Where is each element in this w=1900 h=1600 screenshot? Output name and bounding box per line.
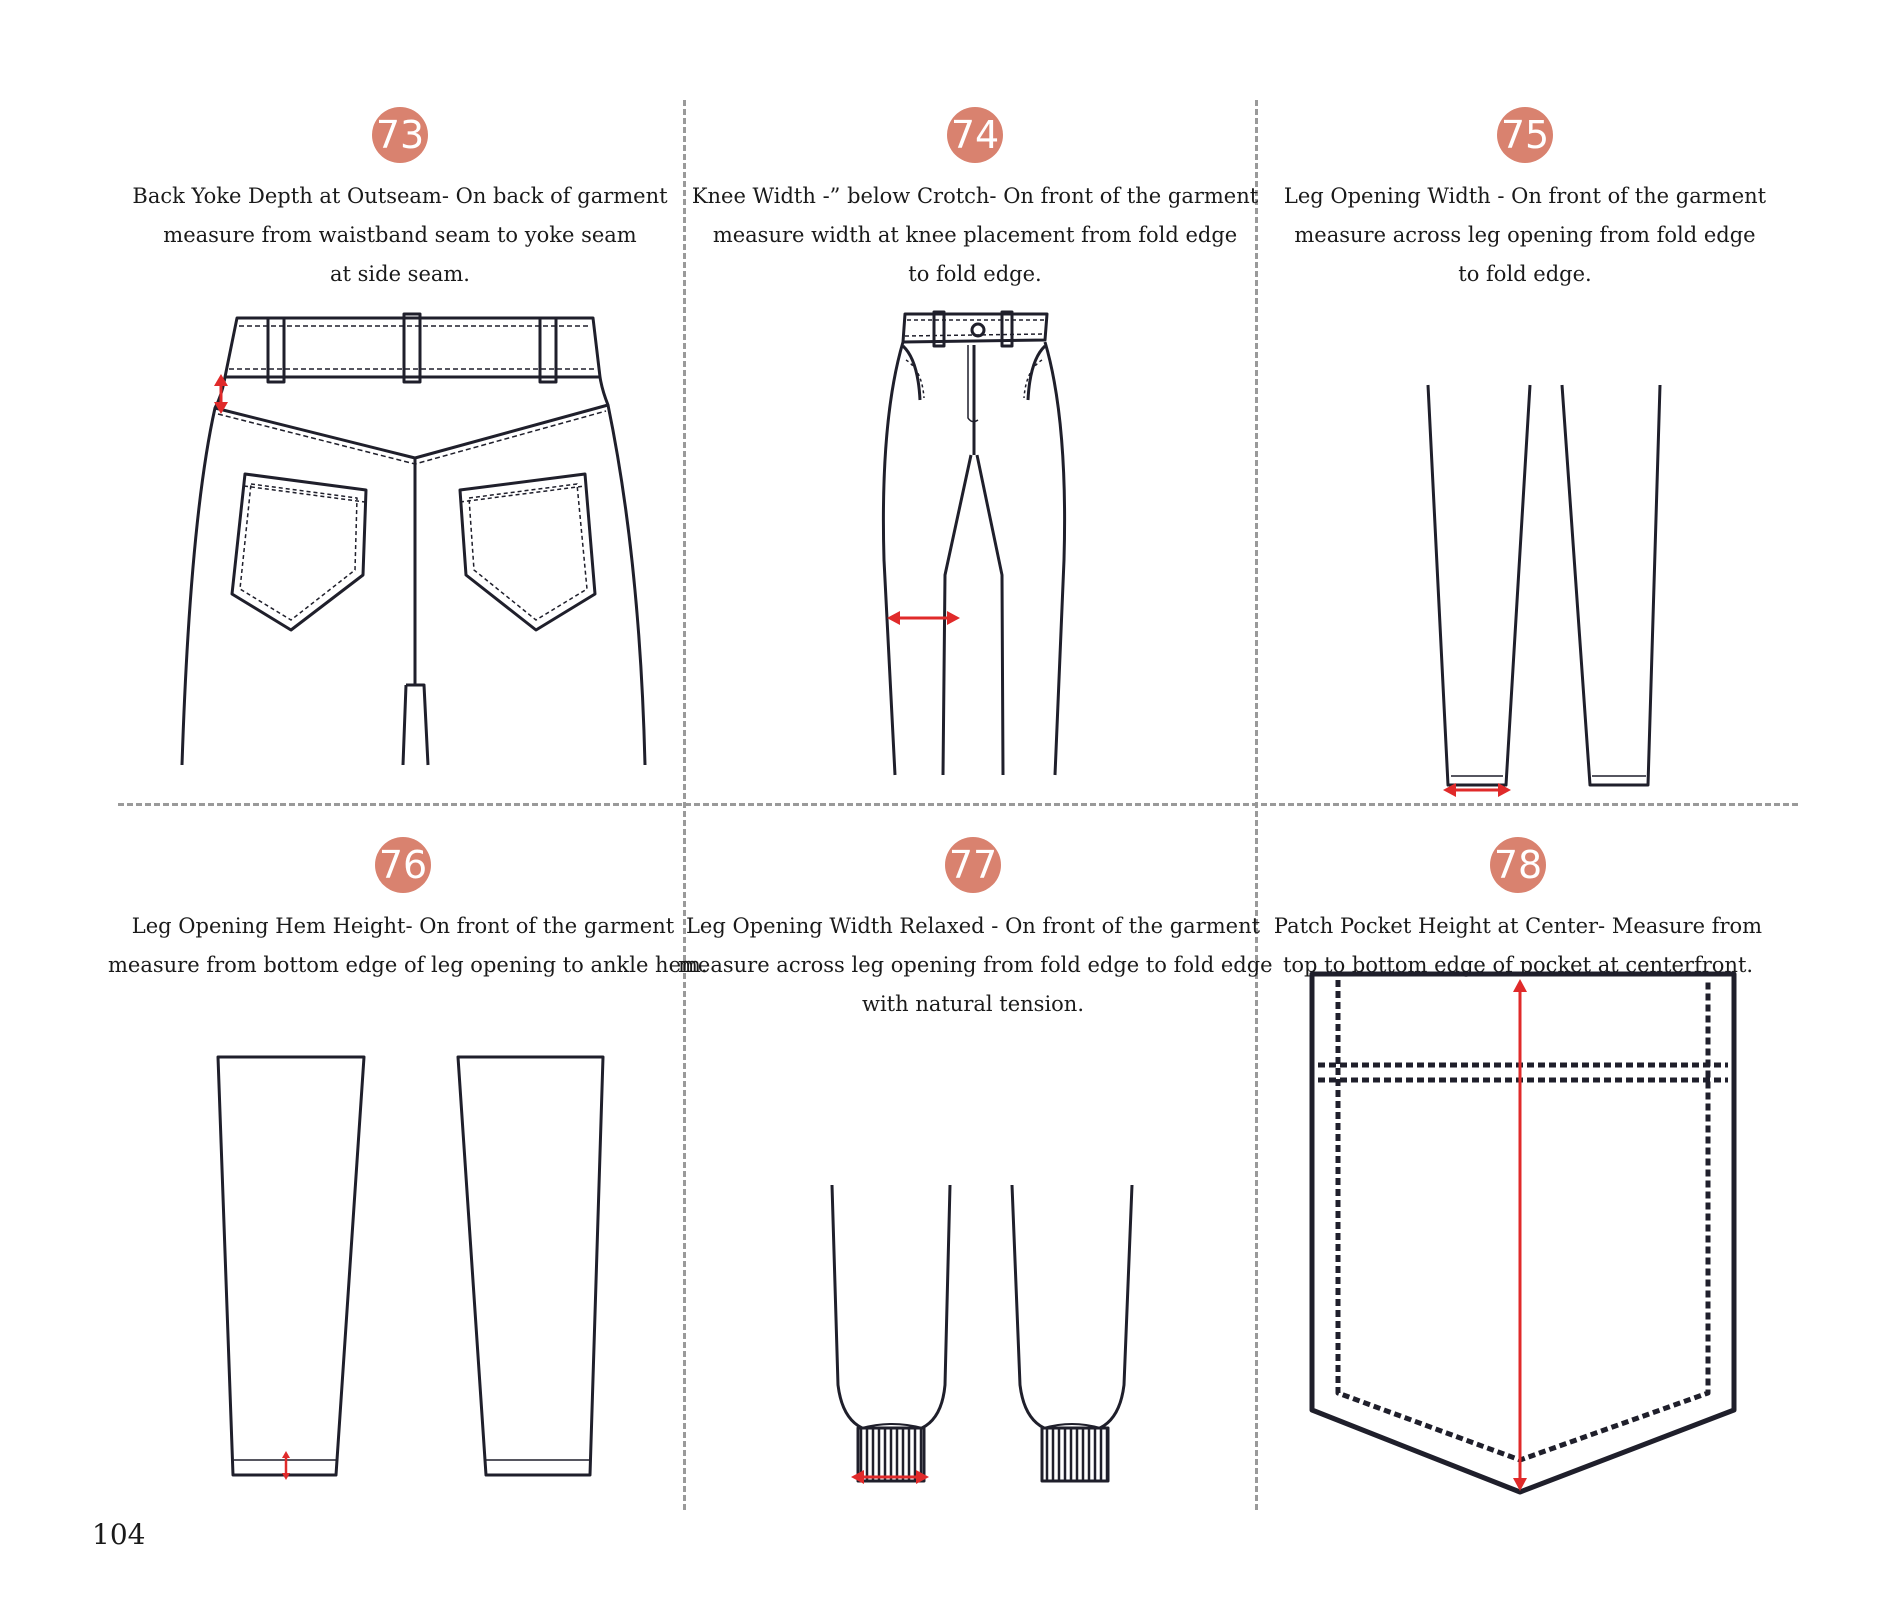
item-description: Leg Opening Width Relaxed - On front of … xyxy=(678,914,1273,1016)
row-divider xyxy=(118,803,1798,806)
measure-arrow xyxy=(214,374,228,414)
item-number-badge: 73 xyxy=(372,107,428,163)
item-description: Leg Opening Hem Height- On front of the … xyxy=(108,914,708,977)
measure-arrow xyxy=(851,1470,929,1484)
item-description: Back Yoke Depth at Outseam- On back of g… xyxy=(132,184,668,286)
measure-arrow xyxy=(1443,783,1511,797)
page-number: 104 xyxy=(92,1518,146,1551)
spec-item-74: 74 Knee Width -” below Crotch- On front … xyxy=(680,107,1270,294)
measure-arrow xyxy=(1513,979,1527,1491)
item-number-badge: 74 xyxy=(947,107,1003,163)
measure-arrow xyxy=(282,1451,290,1480)
spec-item-76: 76 Leg Opening Hem Height- On front of t… xyxy=(108,837,708,985)
spec-item-75: 75 Leg Opening Width - On front of the g… xyxy=(1230,107,1820,294)
measure-arrow xyxy=(887,611,960,625)
spec-item-77: 77 Leg Opening Width Relaxed - On front … xyxy=(678,837,1273,1024)
item-number-badge: 78 xyxy=(1490,837,1546,893)
item-number-badge: 75 xyxy=(1497,107,1553,163)
spec-item-73: 73 Back Yoke Depth at Outseam- On back o… xyxy=(105,107,695,294)
item-number-badge: 77 xyxy=(945,837,1001,893)
item-description: Knee Width -” below Crotch- On front of … xyxy=(691,184,1259,286)
item-description: Leg Opening Width - On front of the garm… xyxy=(1283,184,1767,286)
item-number-badge: 76 xyxy=(375,837,431,893)
